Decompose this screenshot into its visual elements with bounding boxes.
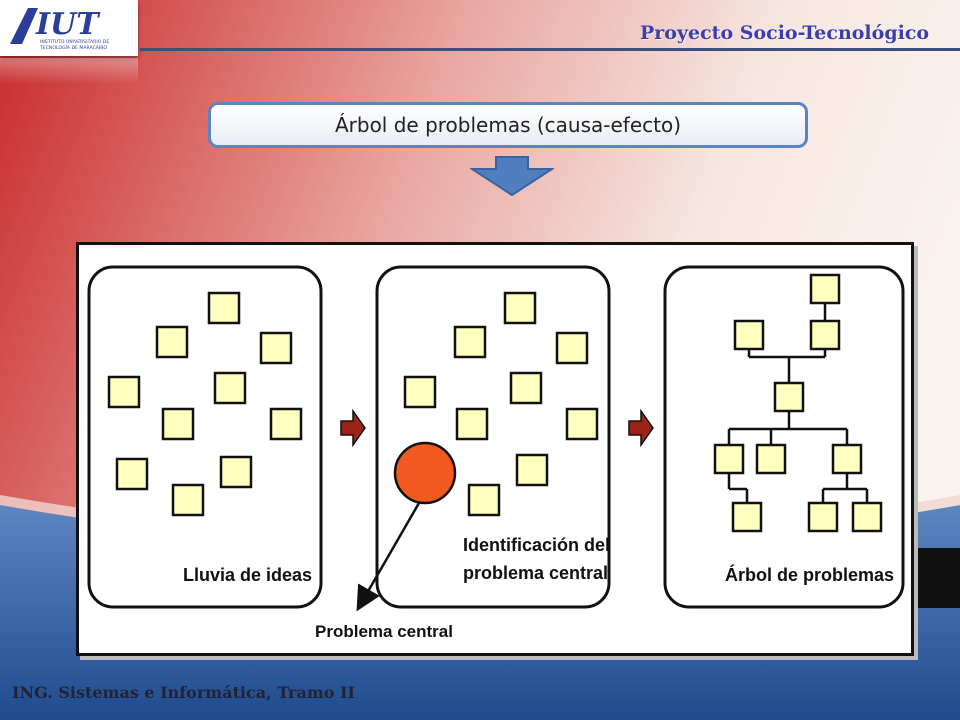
problem-tree-diagram: Lluvia de ideas Identificación del <box>87 265 905 641</box>
central-problem-circle <box>393 441 457 505</box>
diagram-frame: Lluvia de ideas Identificación del <box>76 242 914 656</box>
panel-tree-label: Árbol de problemas <box>725 564 894 585</box>
panel-brainstorm-label: Lluvia de ideas <box>183 565 312 585</box>
logo-subtext-1: INSTITUTO UNIVERSITARIO DE <box>40 39 109 45</box>
panel-tree: Árbol de problemas <box>663 265 905 609</box>
central-problem-label: Problema central <box>315 622 453 641</box>
title-box: Árbol de problemas (causa-efecto) <box>208 102 808 148</box>
iut-logo-icon: IUT INSTITUTO UNIVERSITARIO DE TECNOLOGÍ… <box>4 4 134 52</box>
panel-identify: Identificación del problema central <box>356 265 611 612</box>
idea-notes <box>107 291 303 517</box>
idea-notes-2 <box>403 291 599 517</box>
logo-reflection <box>0 58 138 84</box>
logo: IUT INSTITUTO UNIVERSITARIO DE TECNOLOGÍ… <box>0 0 138 56</box>
panel-brainstorm: Lluvia de ideas <box>87 265 323 609</box>
logo-subtext-2: TECNOLOGÍA DE MARACAIBO <box>39 44 107 51</box>
panel-identify-label-2: problema central <box>463 563 608 583</box>
footer-text: ING. Sistemas e Informática, Tramo II <box>12 683 355 702</box>
down-arrow-icon <box>470 156 554 197</box>
tree-nodes <box>713 273 883 533</box>
panel-identify-label-1: Identificación del <box>463 535 610 555</box>
step-arrow-2-icon <box>628 408 654 448</box>
header-title: Proyecto Socio-Tecnológico <box>640 22 930 44</box>
tree-connectors <box>727 303 869 503</box>
logo-main-text: IUT <box>35 7 101 42</box>
title-box-label: Árbol de problemas (causa-efecto) <box>334 113 682 137</box>
header-divider <box>140 48 960 51</box>
step-arrow-1-icon <box>340 408 366 448</box>
